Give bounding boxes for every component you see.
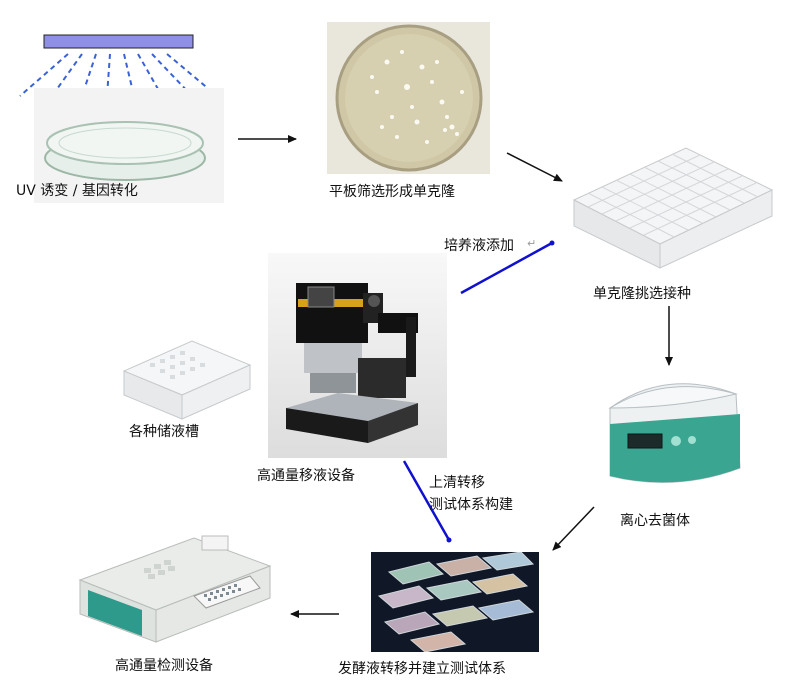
arrow-plate-to-pick <box>506 152 563 182</box>
step-ferment-label: 发酵液转移并建立测试体系 <box>338 661 506 677</box>
empty-petri-dish <box>44 121 206 181</box>
fermentation-plates-photo <box>371 551 539 653</box>
step-detect-label: 高通量检测设备 <box>115 658 213 674</box>
step-pipette-label: 高通量移液设备 <box>257 468 355 484</box>
blue-arrow-medium-add-end <box>549 240 555 246</box>
step-uv-label: UV 诱变 / 基因转化 <box>16 183 138 199</box>
plate-reader-photo <box>74 532 273 645</box>
blue-arrow-medium-add <box>460 241 553 295</box>
annotation-medium-add: 培养液添加 <box>444 238 514 254</box>
plate-screening-photo <box>327 22 490 174</box>
step-plate-label: 平板筛选形成单克隆 <box>329 184 455 200</box>
step-pick-label: 单克隆挑选接种 <box>593 286 691 302</box>
reservoir-photo <box>120 335 253 421</box>
uv-lamp <box>43 34 194 49</box>
annotation-supernatant-line1: 上清转移 <box>429 475 485 491</box>
blue-arrow-supernatant <box>402 460 451 541</box>
centrifuge-photo <box>596 368 750 496</box>
annotation-supernatant-line2: 测试体系构建 <box>429 497 513 513</box>
step-centrifuge-label: 离心去菌体 <box>620 513 690 529</box>
step-reservoir-label: 各种储液槽 <box>129 424 199 440</box>
pipetting-robot-photo <box>268 253 447 458</box>
uv-mutagenesis-illustration <box>12 30 242 205</box>
return-mark-1: ↵ <box>527 237 537 250</box>
arrow-centrifuge-to-ferment <box>552 506 595 551</box>
colonies <box>370 50 464 144</box>
deep-well-plate-photo <box>566 140 778 272</box>
blue-arrow-supernatant-end <box>446 537 452 543</box>
